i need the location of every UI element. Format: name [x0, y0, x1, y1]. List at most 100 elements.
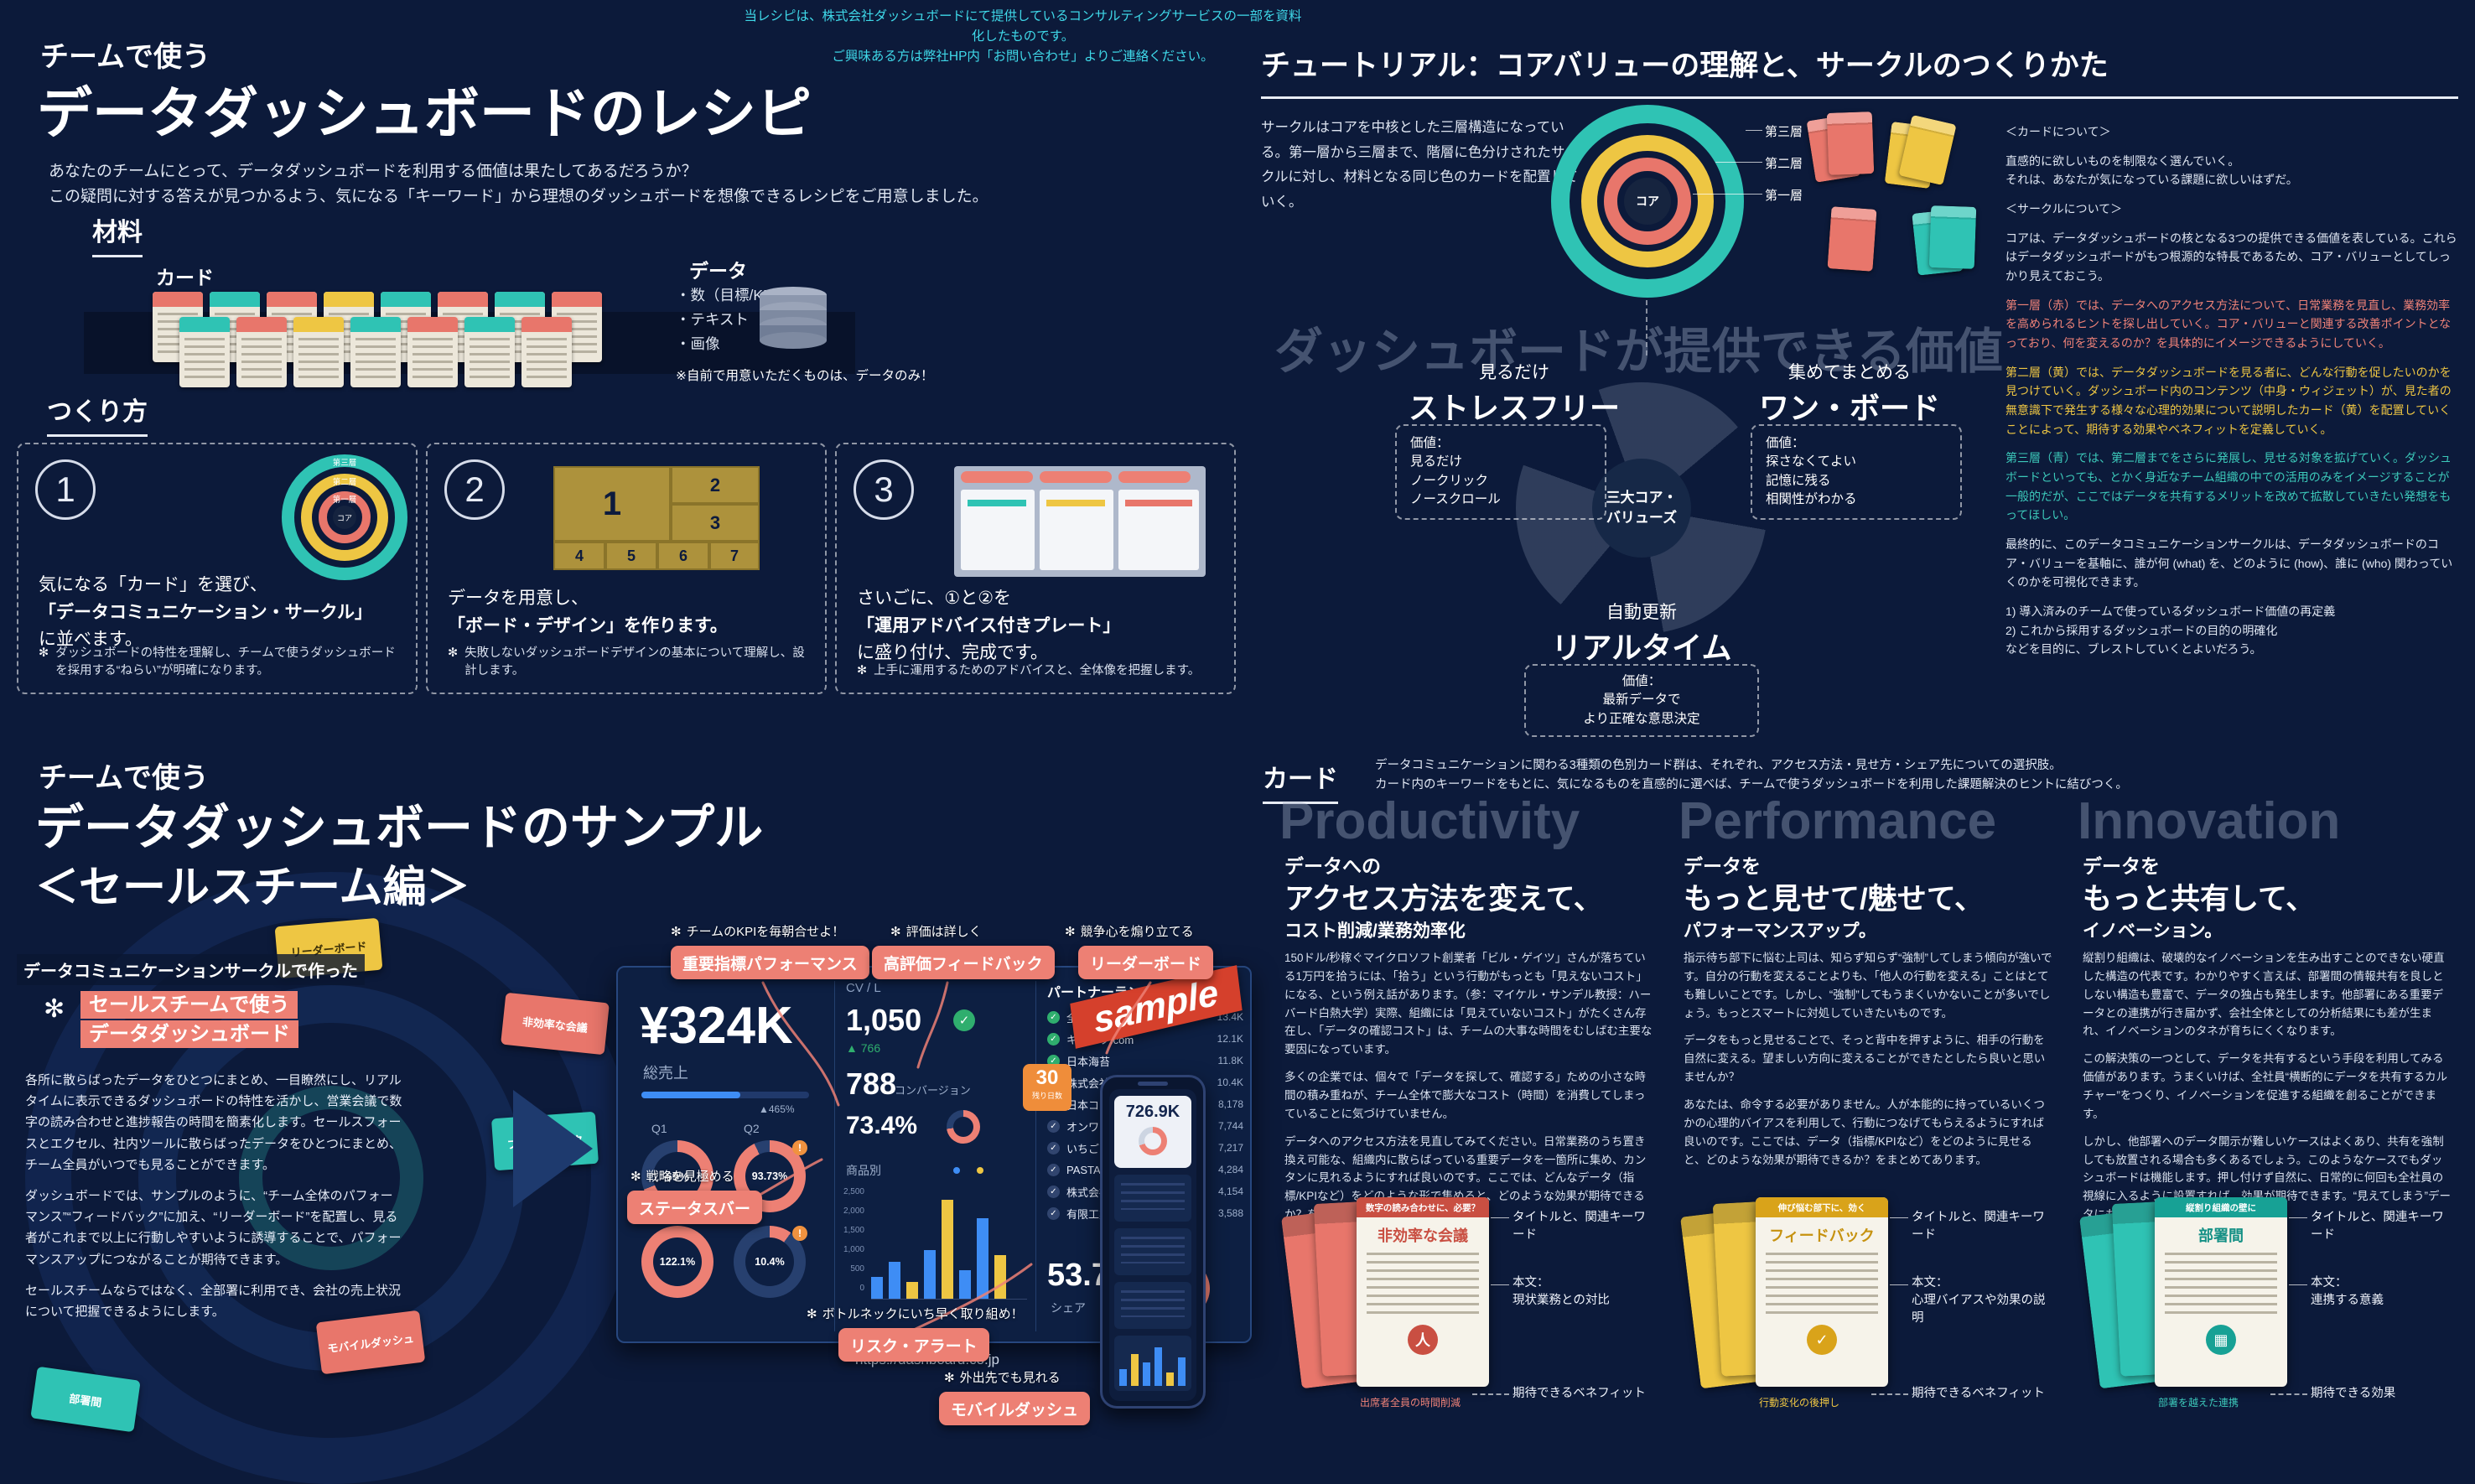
- column-kicker: データを: [2083, 855, 2160, 877]
- divider: [1035, 981, 1036, 1331]
- step1-line3: に並べます。: [39, 630, 143, 650]
- card-label-benefit: 期待できる効果: [2311, 1387, 2396, 1400]
- value-3: 自動更新 リアルタイム: [1516, 599, 1767, 667]
- q2-label: Q2: [744, 1122, 760, 1135]
- partner-value: 8,178: [1217, 1098, 1243, 1110]
- kpi-progress[interactable]: [641, 1092, 809, 1098]
- check-icon: ✓: [953, 1009, 975, 1031]
- column-subtitle: パフォーマンスアップ。: [1684, 921, 1876, 941]
- phone-gauge: [1139, 1127, 1167, 1155]
- poster-canvas: { "icons":{"flower":"✻","check":"✓","ale…: [17, 9, 2458, 1484]
- notice-line2[interactable]: ご興味ある方は弊社HP内「お問い合わせ」よりご連絡ください。: [832, 49, 1214, 65]
- material-card: [407, 317, 458, 387]
- lead-value: 1,050: [846, 1003, 922, 1037]
- step-box-3: 3 さいごに、①と②を 「運用アドバイス付きプレート」 に盛り付け、完成です。 …: [835, 443, 1236, 694]
- phone-screen: 726.9K: [1109, 1089, 1196, 1401]
- chart-title: 商品別: [846, 1164, 881, 1177]
- label-line: [1491, 1217, 1509, 1218]
- value3-title: リアルタイム: [1551, 630, 1732, 665]
- grid-cell: 6: [657, 542, 709, 570]
- callout-pill-leaderboard[interactable]: リーダーボード: [1078, 946, 1214, 979]
- column-para: データをもっと見せることで、そっと背中を押すように、相手の行動を自然に変える。望…: [1684, 1034, 2046, 1084]
- legend-dot-blue: [953, 1167, 960, 1174]
- chart-bar: [942, 1200, 953, 1299]
- value2-box: 価値： 探さなくてよい 記憶に残る 相関性がわかる: [1751, 424, 1962, 520]
- phone-row: [1114, 1282, 1191, 1329]
- column-body: 縦割り組織は、破壊的なイノベーションを生み出すことのできない硬直した構造の代表で…: [2083, 949, 2453, 1233]
- material-card: [236, 317, 287, 387]
- callout-pill-kpi[interactable]: 重要指標パフォーマンス: [671, 946, 869, 979]
- core-values-center: 三大コア・ バリューズ: [1592, 459, 1691, 558]
- step2-text: データを用意し、 「ボード・デザイン」を作ります。: [448, 585, 728, 640]
- sidebar-para-layer3: 第三層（青）では、第二層までをさらに発展し、見せる対象を拡げていく。ダッシュボー…: [2005, 451, 2452, 522]
- front-card[interactable]: 数字の読み合わせに、必要？ 非効率な会議 人: [1357, 1197, 1489, 1387]
- card-label-title: タイトルと、関連キーワード: [2311, 1211, 2444, 1243]
- front-card[interactable]: 伸び悩む部下に、効く フィードバック ✓: [1756, 1197, 1888, 1387]
- partner-value: 7,744: [1217, 1120, 1243, 1132]
- value-1: 見るだけ ストレスフリー: [1388, 359, 1640, 428]
- tutorial-title: チュートリアル：コアバリューの理解と、サークルのつくりかた: [1261, 42, 2458, 99]
- card-label-title: タイトルと、関連キーワード: [1512, 1211, 1646, 1243]
- callout-tip: 評価は詳しく: [905, 925, 982, 939]
- sample-para3: セールスチームならではなく、全部署に利用でき、会社の売上状況について把握できるよ…: [25, 1283, 402, 1319]
- check-icon: ✓: [1807, 1325, 1837, 1355]
- value1-title: ストレスフリー: [1408, 391, 1620, 425]
- step3-line3: に盛り付け、完成です。: [857, 643, 1048, 663]
- recipe-intro-2: この疑問に対する答えが見つかるよう、気になる「キーワード」から理想のダッシュボー…: [49, 188, 988, 206]
- step3-line2: 「運用アドバイス付きプレート」: [857, 615, 1121, 636]
- chart-bar: [871, 1277, 883, 1299]
- lead-delta: ▲ 766: [846, 1041, 881, 1055]
- plate-preview: [954, 466, 1206, 577]
- label-line-dashed: [1871, 1393, 1908, 1395]
- sample-para1: 各所に散らばったデータをひとつにまとめ、一目瞭然にし、リアルタイムに表示できるダ…: [25, 1073, 402, 1172]
- ring-core: コア: [1624, 178, 1671, 225]
- card-benefit: 部署を越えた連携: [2158, 1397, 2239, 1409]
- front-card[interactable]: 縦割り組織の壁に 部署間 ▦: [2155, 1197, 2287, 1387]
- card-band: 伸び悩む部下に、効く: [1756, 1197, 1888, 1217]
- column-title: もっと見せて/魅せて、: [1684, 883, 1984, 916]
- database-icon: [760, 287, 827, 349]
- partner-value: 4,284: [1217, 1164, 1243, 1175]
- card-body-lines: [1766, 1253, 1878, 1318]
- material-card: [179, 317, 230, 387]
- column-para: この解決策の一つとして、データを共有するという手段を利用してみる価値があります。…: [2083, 1052, 2448, 1120]
- sidebar-para-layer1: 第一層（赤）では、データへのアクセス方法について、日常業務を見直し、業務効率を高…: [2005, 298, 2452, 350]
- callout-pill-feedback[interactable]: 高評価フィードバック: [872, 946, 1055, 979]
- kpi-label: 総売上: [643, 1065, 688, 1082]
- label-line: [1890, 1284, 1908, 1285]
- partner-name: 日本海苔: [1066, 1055, 1111, 1068]
- label-line: [2289, 1217, 2307, 1218]
- card-band: 数字の読み合わせに、必要？: [1357, 1197, 1489, 1217]
- callout-pill-statusbar[interactable]: ステータスバー: [627, 1191, 763, 1224]
- phone-speaker: [1138, 1082, 1168, 1086]
- flower-icon: ✻: [890, 924, 901, 939]
- ring1-label: 第一層: [1765, 189, 1803, 203]
- label-line-dashed: [2270, 1393, 2307, 1395]
- flower-icon: ✻: [944, 1370, 955, 1385]
- column-para: 150ドル/秒稼ぐマイクロソフト創業者「ビル・ゲイツ」さんが落ちている1万円を拾…: [1284, 952, 1653, 1056]
- callout-pill-risk-alert[interactable]: リスク・アラート: [838, 1328, 989, 1362]
- sidebar-head-circle: ＜サークルについて＞: [2005, 202, 2123, 216]
- chart-bar: [977, 1218, 988, 1299]
- callout-pill-mobile[interactable]: モバイルダッシュ: [939, 1392, 1091, 1425]
- card-label-body: 本文： 現状業務との対比: [1512, 1276, 1610, 1308]
- card-column-innovation: Innovation データを もっと共有して、 イノベーション。 縦割り組織は…: [2078, 792, 2457, 1422]
- recipe-intro: あなたのチームにとって、データダッシュボードを利用する価値は果たしてあるだろうか…: [49, 159, 988, 210]
- ring3-label: 第三層: [1765, 125, 1803, 139]
- column-para: 多くの企業では、個々で「データを探して、確認する」ための小さな時間の積み重ねが、…: [1284, 1071, 1646, 1120]
- preview-pill: [961, 471, 1033, 483]
- callout-tip: ボトルネックにいち早く取り組め！: [822, 1307, 1024, 1321]
- preview-bar: [1046, 500, 1105, 506]
- cards-heading: カード: [1263, 758, 1338, 804]
- column-para: あなたは、命令する必要がありません。人が本能的に持っているいくつかの心理的バイア…: [1684, 1098, 2045, 1166]
- sample-kicker: チームで使う: [39, 762, 209, 794]
- sample-title: データダッシュボードのサンプル: [35, 801, 764, 855]
- card-title: 非効率な会議: [1378, 1227, 1468, 1244]
- card-column-productivity: Productivity データへの アクセス方法を変えて、 コスト削減/業務効…: [1279, 792, 1658, 1422]
- column-para: 指示待ち部下に悩む上司は、知らず知らず“強制”してしまう傾向が強いです。自分の行…: [1684, 952, 2052, 1020]
- sidebar-para: コアは、データダッシュボードの核となる3つの提供できる価値を表している。これらは…: [2005, 231, 2457, 283]
- column-watermark: Productivity: [1279, 792, 1580, 850]
